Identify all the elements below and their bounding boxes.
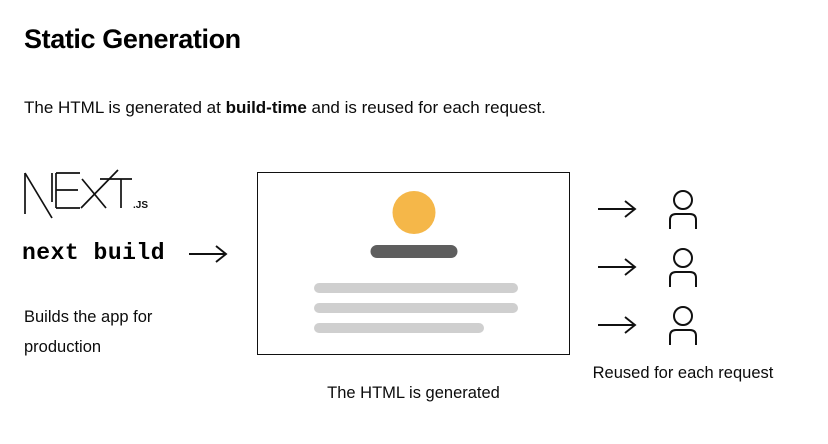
- skeleton-text-line: [314, 283, 518, 293]
- arrow-right-icon: [598, 258, 637, 276]
- person-icon: [669, 248, 697, 287]
- arrow-right-icon: [189, 244, 228, 263]
- subtitle-text-before: The HTML is generated at: [24, 98, 226, 117]
- page-title: Static Generation: [24, 24, 241, 54]
- skeleton-text-line: [314, 323, 484, 333]
- nextjs-logo: .JS: [24, 169, 148, 219]
- reused-requests-caption: Reused for each request: [592, 364, 774, 382]
- subtitle-text-after: and is reused for each request.: [306, 98, 546, 117]
- skeleton-avatar-circle: [392, 191, 435, 234]
- arrow-right-icon: [598, 316, 637, 334]
- build-step-caption: Builds the app for production: [24, 308, 153, 356]
- request-row: [596, 180, 766, 238]
- requests-column: [596, 180, 766, 354]
- person-icon: [669, 190, 697, 229]
- arrow-right-icon: [598, 200, 637, 218]
- build-command-row: next build: [22, 242, 231, 265]
- skeleton-text-line: [314, 303, 518, 313]
- request-row: [596, 238, 766, 296]
- subtitle-emphasis: build-time: [225, 98, 307, 117]
- build-step-column: .JS: [22, 168, 242, 224]
- skeleton-heading-bar: [370, 245, 457, 258]
- page-subtitle: The HTML is generated at build-time and …: [24, 98, 546, 118]
- generated-html-preview: [257, 172, 570, 355]
- generated-html-caption: The HTML is generated: [327, 384, 500, 402]
- request-row: [596, 296, 766, 354]
- next-build-command: next build: [22, 240, 166, 266]
- logo-js-suffix: .JS: [133, 200, 148, 211]
- person-icon: [669, 306, 697, 345]
